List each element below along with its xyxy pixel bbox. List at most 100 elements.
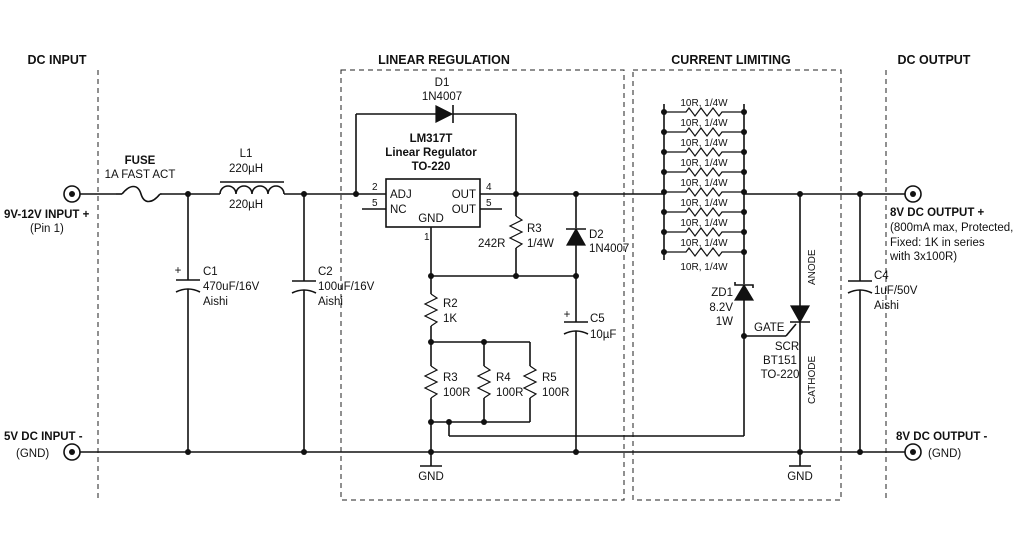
header-dc-output: DC OUTPUT — [898, 53, 971, 67]
c1-name: C1 — [203, 266, 218, 278]
regulator-pin-5-left: 5 — [372, 198, 378, 209]
resistor-bank-3x100r — [420, 339, 538, 467]
limit-resistor — [661, 107, 747, 117]
limit-resistor-label: 10R, 1/4W — [680, 198, 728, 209]
r2-name: R2 — [443, 298, 458, 310]
scr-anode: ANODE — [807, 249, 818, 285]
r3-top-power: 1/4W — [527, 238, 554, 250]
regulator-gnd: GND — [418, 213, 444, 225]
limit-resistor-label: 10R, 1/4W — [680, 98, 728, 109]
l1-value-top: 220µH — [229, 163, 263, 175]
output-neg-label: 8V DC OUTPUT - — [896, 431, 988, 443]
regulator-package: TO-220 — [412, 161, 451, 173]
d2-name: D2 — [589, 229, 604, 241]
r3-low-value: 100R — [443, 387, 471, 399]
c1-value: 470uF/16V — [203, 281, 260, 293]
capacitor-c1 — [175, 191, 201, 455]
diode-d2 — [565, 191, 587, 276]
regulator-out-2: OUT — [452, 204, 476, 216]
limit-resistor-label: 10R, 1/4W — [680, 118, 728, 129]
scr-bt151 — [744, 191, 811, 467]
r5-name: R5 — [542, 372, 557, 384]
resistor-ladder-labels: 10R, 1/4W 10R, 1/4W 10R, 1/4W 10R, 1/4W 10R,… — [680, 98, 728, 273]
input-pos-label: 9V-12V INPUT + — [4, 209, 90, 221]
r3-top-name: R3 — [527, 223, 542, 235]
output-pos-line2: Fixed: 1K in series — [890, 237, 985, 249]
r3-top-value: 242R — [478, 238, 506, 250]
section-current-limiting — [632, 69, 842, 501]
input-positive-jack — [63, 185, 81, 203]
output-neg-sub: (GND) — [928, 448, 961, 460]
regulator-pin-1: 1 — [424, 232, 430, 243]
diode-d1 — [353, 105, 519, 197]
regulator-out-1: OUT — [452, 189, 476, 201]
zd1-power: 1W — [716, 316, 733, 328]
capacitor-c5 — [563, 276, 589, 455]
limit-resistor-label: 10R, 1/4W — [680, 238, 728, 249]
input-negative-jack — [63, 443, 81, 461]
limit-resistor-label: 10R, 1/4W — [680, 178, 728, 189]
scr-package: TO-220 — [761, 369, 800, 381]
limit-resistor — [661, 247, 747, 257]
output-pos-label: 8V DC OUTPUT + — [890, 207, 985, 219]
limit-resistor-label: 10R, 1/4W — [680, 158, 728, 169]
sense-line — [446, 336, 745, 437]
scr-cathode: CATHODE — [807, 356, 818, 404]
scr-type: SCR — [775, 341, 799, 353]
resistor-r3-top — [508, 194, 524, 276]
regulator-pin-4: 4 — [486, 182, 492, 193]
fuse-name: FUSE — [125, 155, 156, 167]
r5-value: 100R — [542, 387, 570, 399]
d1-part: 1N4007 — [422, 91, 462, 103]
zener-zd1 — [733, 260, 755, 339]
section-linear-regulation — [340, 69, 625, 501]
header-linear-regulation: LINEAR REGULATION — [378, 53, 510, 67]
input-neg-label: 5V DC INPUT - — [4, 431, 83, 443]
gnd-label-scr: GND — [787, 471, 813, 483]
regulator-part: LM317T — [410, 133, 453, 145]
c5-value: 10µF — [590, 329, 616, 341]
limit-resistor — [661, 207, 747, 217]
regulator-nc: NC — [390, 204, 407, 216]
inductor-l1 — [219, 181, 285, 195]
gnd-label-regulator: GND — [418, 471, 444, 483]
capacitor-c4 — [847, 191, 873, 455]
c5-polarity: + — [564, 309, 571, 321]
limit-resistor — [661, 147, 747, 157]
c2-brand: Aishi — [318, 296, 343, 308]
r2-value: 1K — [443, 313, 457, 325]
scr-gate: GATE — [754, 322, 785, 334]
header-current-limiting: CURRENT LIMITING — [671, 53, 790, 67]
r4-value: 100R — [496, 387, 524, 399]
zd1-name: ZD1 — [711, 287, 733, 299]
output-negative-jack — [904, 443, 922, 461]
input-pos-sub: (Pin 1) — [30, 223, 64, 235]
limit-resistor — [661, 227, 747, 237]
capacitor-c2 — [291, 191, 317, 455]
limit-resistor — [661, 127, 747, 137]
c1-polarity: + — [175, 265, 182, 277]
c2-name: C2 — [318, 266, 333, 278]
c4-brand: Aishi — [874, 300, 899, 312]
fuse-rating: 1A FAST ACT — [105, 169, 176, 181]
regulator-adj: ADJ — [390, 189, 412, 201]
output-pos-line1: (800mA max, Protected, — [890, 222, 1013, 234]
l1-name: L1 — [240, 148, 253, 160]
r4-name: R4 — [496, 372, 511, 384]
current-limit-resistors — [661, 104, 747, 260]
output-pos-line3: with 3x100R) — [889, 251, 957, 263]
l1-value-bottom: 220µH — [229, 199, 263, 211]
limit-resistor-label: 10R, 1/4W — [680, 262, 728, 273]
limit-resistor — [661, 167, 747, 177]
regulator-pin-5-right: 5 — [486, 198, 492, 209]
input-neg-sub: (GND) — [16, 448, 49, 460]
scr-part: BT151 — [763, 355, 797, 367]
resistor-r2 — [423, 276, 439, 342]
d1-name: D1 — [435, 77, 450, 89]
regulator-type: Linear Regulator — [385, 147, 477, 159]
c1-brand: Aishi — [203, 296, 228, 308]
c5-name: C5 — [590, 313, 605, 325]
c4-name: C4 — [874, 270, 889, 282]
resistor-ladder — [661, 107, 747, 257]
limit-resistor-label: 10R, 1/4W — [680, 218, 728, 229]
